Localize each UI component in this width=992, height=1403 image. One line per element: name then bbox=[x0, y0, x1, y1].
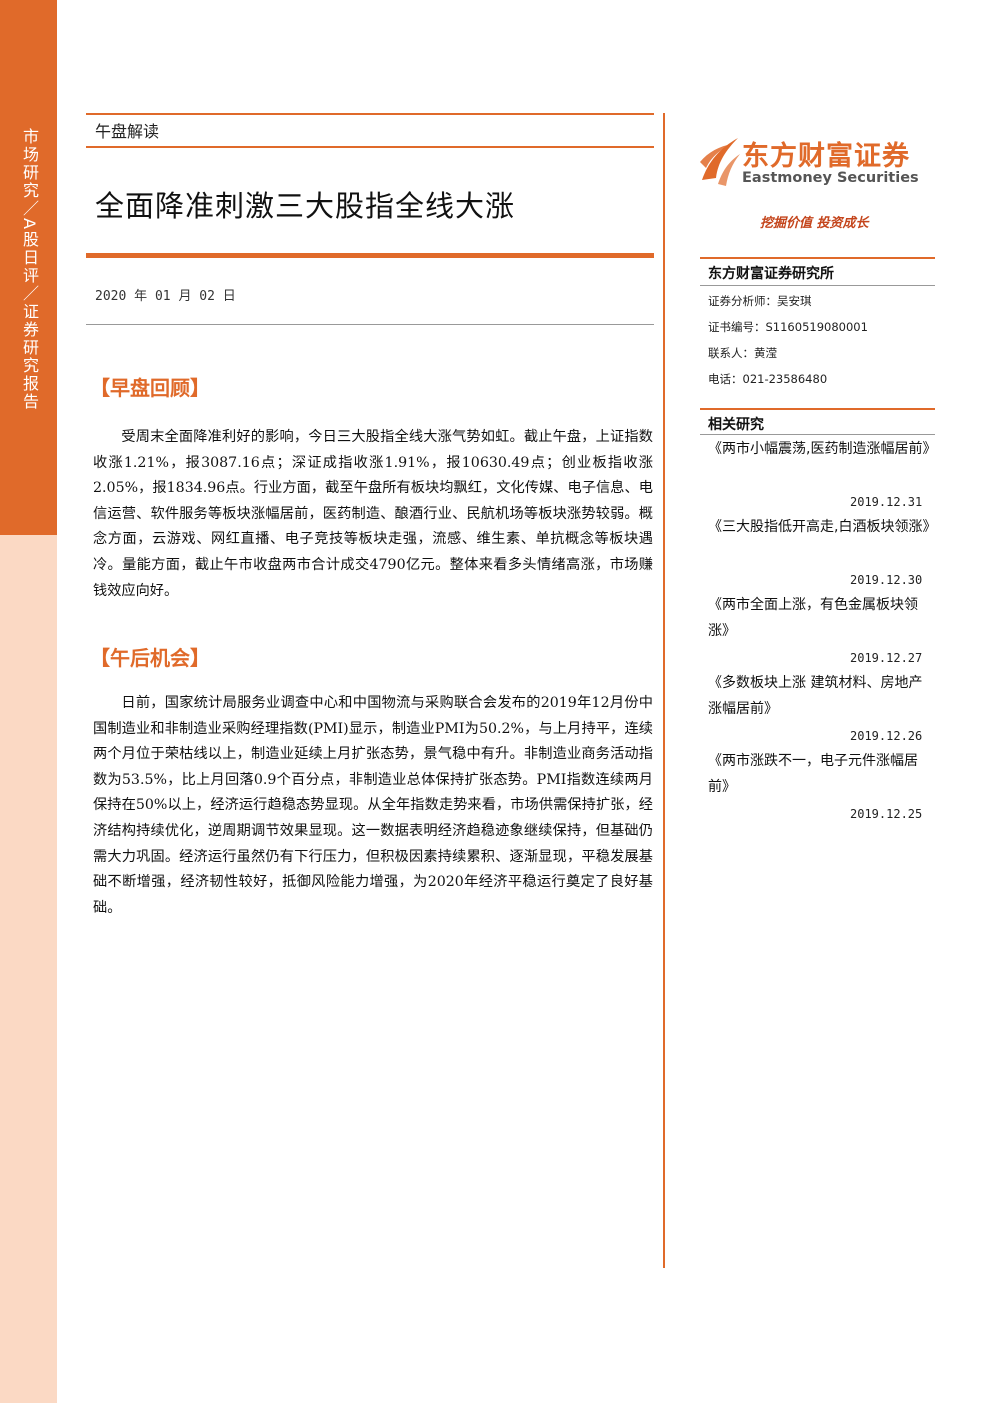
section-tag: 午盘解读 bbox=[95, 122, 160, 141]
column-divider bbox=[663, 113, 665, 1268]
related-rule bbox=[700, 434, 935, 435]
title-top-rule bbox=[86, 146, 654, 148]
institute-top-rule bbox=[700, 257, 935, 259]
side-band: 市场研究／A股日评／证券研究报告 bbox=[0, 0, 57, 1403]
page-title: 全面降准刺激三大股指全线大涨 bbox=[95, 189, 516, 223]
section-body-morning: 受周末全面降准利好的影响，今日三大股指全线大涨气势如虹。截止午盘，上证指数收涨1… bbox=[93, 429, 653, 599]
cert-number: 证书编号：S1160519080001 bbox=[708, 320, 868, 334]
flame-swoosh-icon bbox=[700, 138, 740, 186]
side-band-accent bbox=[0, 0, 57, 535]
report-date: 2020 年 01 月 02 日 bbox=[95, 289, 236, 304]
section-heading-morning: 【早盘回顾】 bbox=[90, 376, 210, 400]
related-item-date: 2019.12.27 bbox=[850, 651, 923, 665]
related-item-title[interactable]: 《两市全面上涨，有色金属板块领涨》 bbox=[708, 597, 918, 639]
related-top-rule bbox=[700, 408, 935, 410]
brand-slogan: 挖掘价值 投资成长 bbox=[760, 216, 869, 231]
related-item-date: 2019.12.25 bbox=[850, 807, 923, 821]
related-item-date: 2019.12.31 bbox=[850, 495, 923, 509]
title-bottom-rule bbox=[86, 253, 654, 258]
analyst-name: 证券分析师：吴安琪 bbox=[708, 294, 812, 308]
brand-name-en: Eastmoney Securities bbox=[742, 170, 919, 186]
related-item-date: 2019.12.26 bbox=[850, 729, 923, 743]
institute-rule bbox=[700, 285, 935, 286]
top-rule bbox=[86, 113, 654, 115]
side-category-text: 市场研究／A股日评／证券研究报告 bbox=[20, 128, 39, 411]
phone-number: 电话：021-23586480 bbox=[708, 372, 828, 386]
section-body-afternoon: 日前，国家统计局服务业调查中心和中国物流与采购联合会发布的2019年12月份中国… bbox=[93, 695, 653, 916]
brand-logo: 东方财富证券 Eastmoney Securities bbox=[698, 132, 938, 192]
date-rule bbox=[86, 324, 654, 325]
institute-title: 东方财富证券研究所 bbox=[708, 266, 834, 282]
related-item-title[interactable]: 《三大股指低开高走,白酒板块领涨》 bbox=[708, 519, 937, 535]
related-item-title[interactable]: 《多数板块上涨 建筑材料、房地产涨幅居前》 bbox=[708, 675, 923, 717]
related-item-title[interactable]: 《两市小幅震荡,医药制造涨幅居前》 bbox=[708, 441, 937, 457]
contact-name: 联系人：黄滢 bbox=[708, 346, 777, 360]
section-heading-afternoon: 【午后机会】 bbox=[90, 646, 210, 670]
brand-name-cn: 东方财富证券 bbox=[742, 141, 910, 172]
related-title: 相关研究 bbox=[708, 417, 764, 433]
related-item-date: 2019.12.30 bbox=[850, 573, 923, 587]
related-item-title[interactable]: 《两市涨跌不一，电子元件涨幅居前》 bbox=[708, 753, 918, 795]
